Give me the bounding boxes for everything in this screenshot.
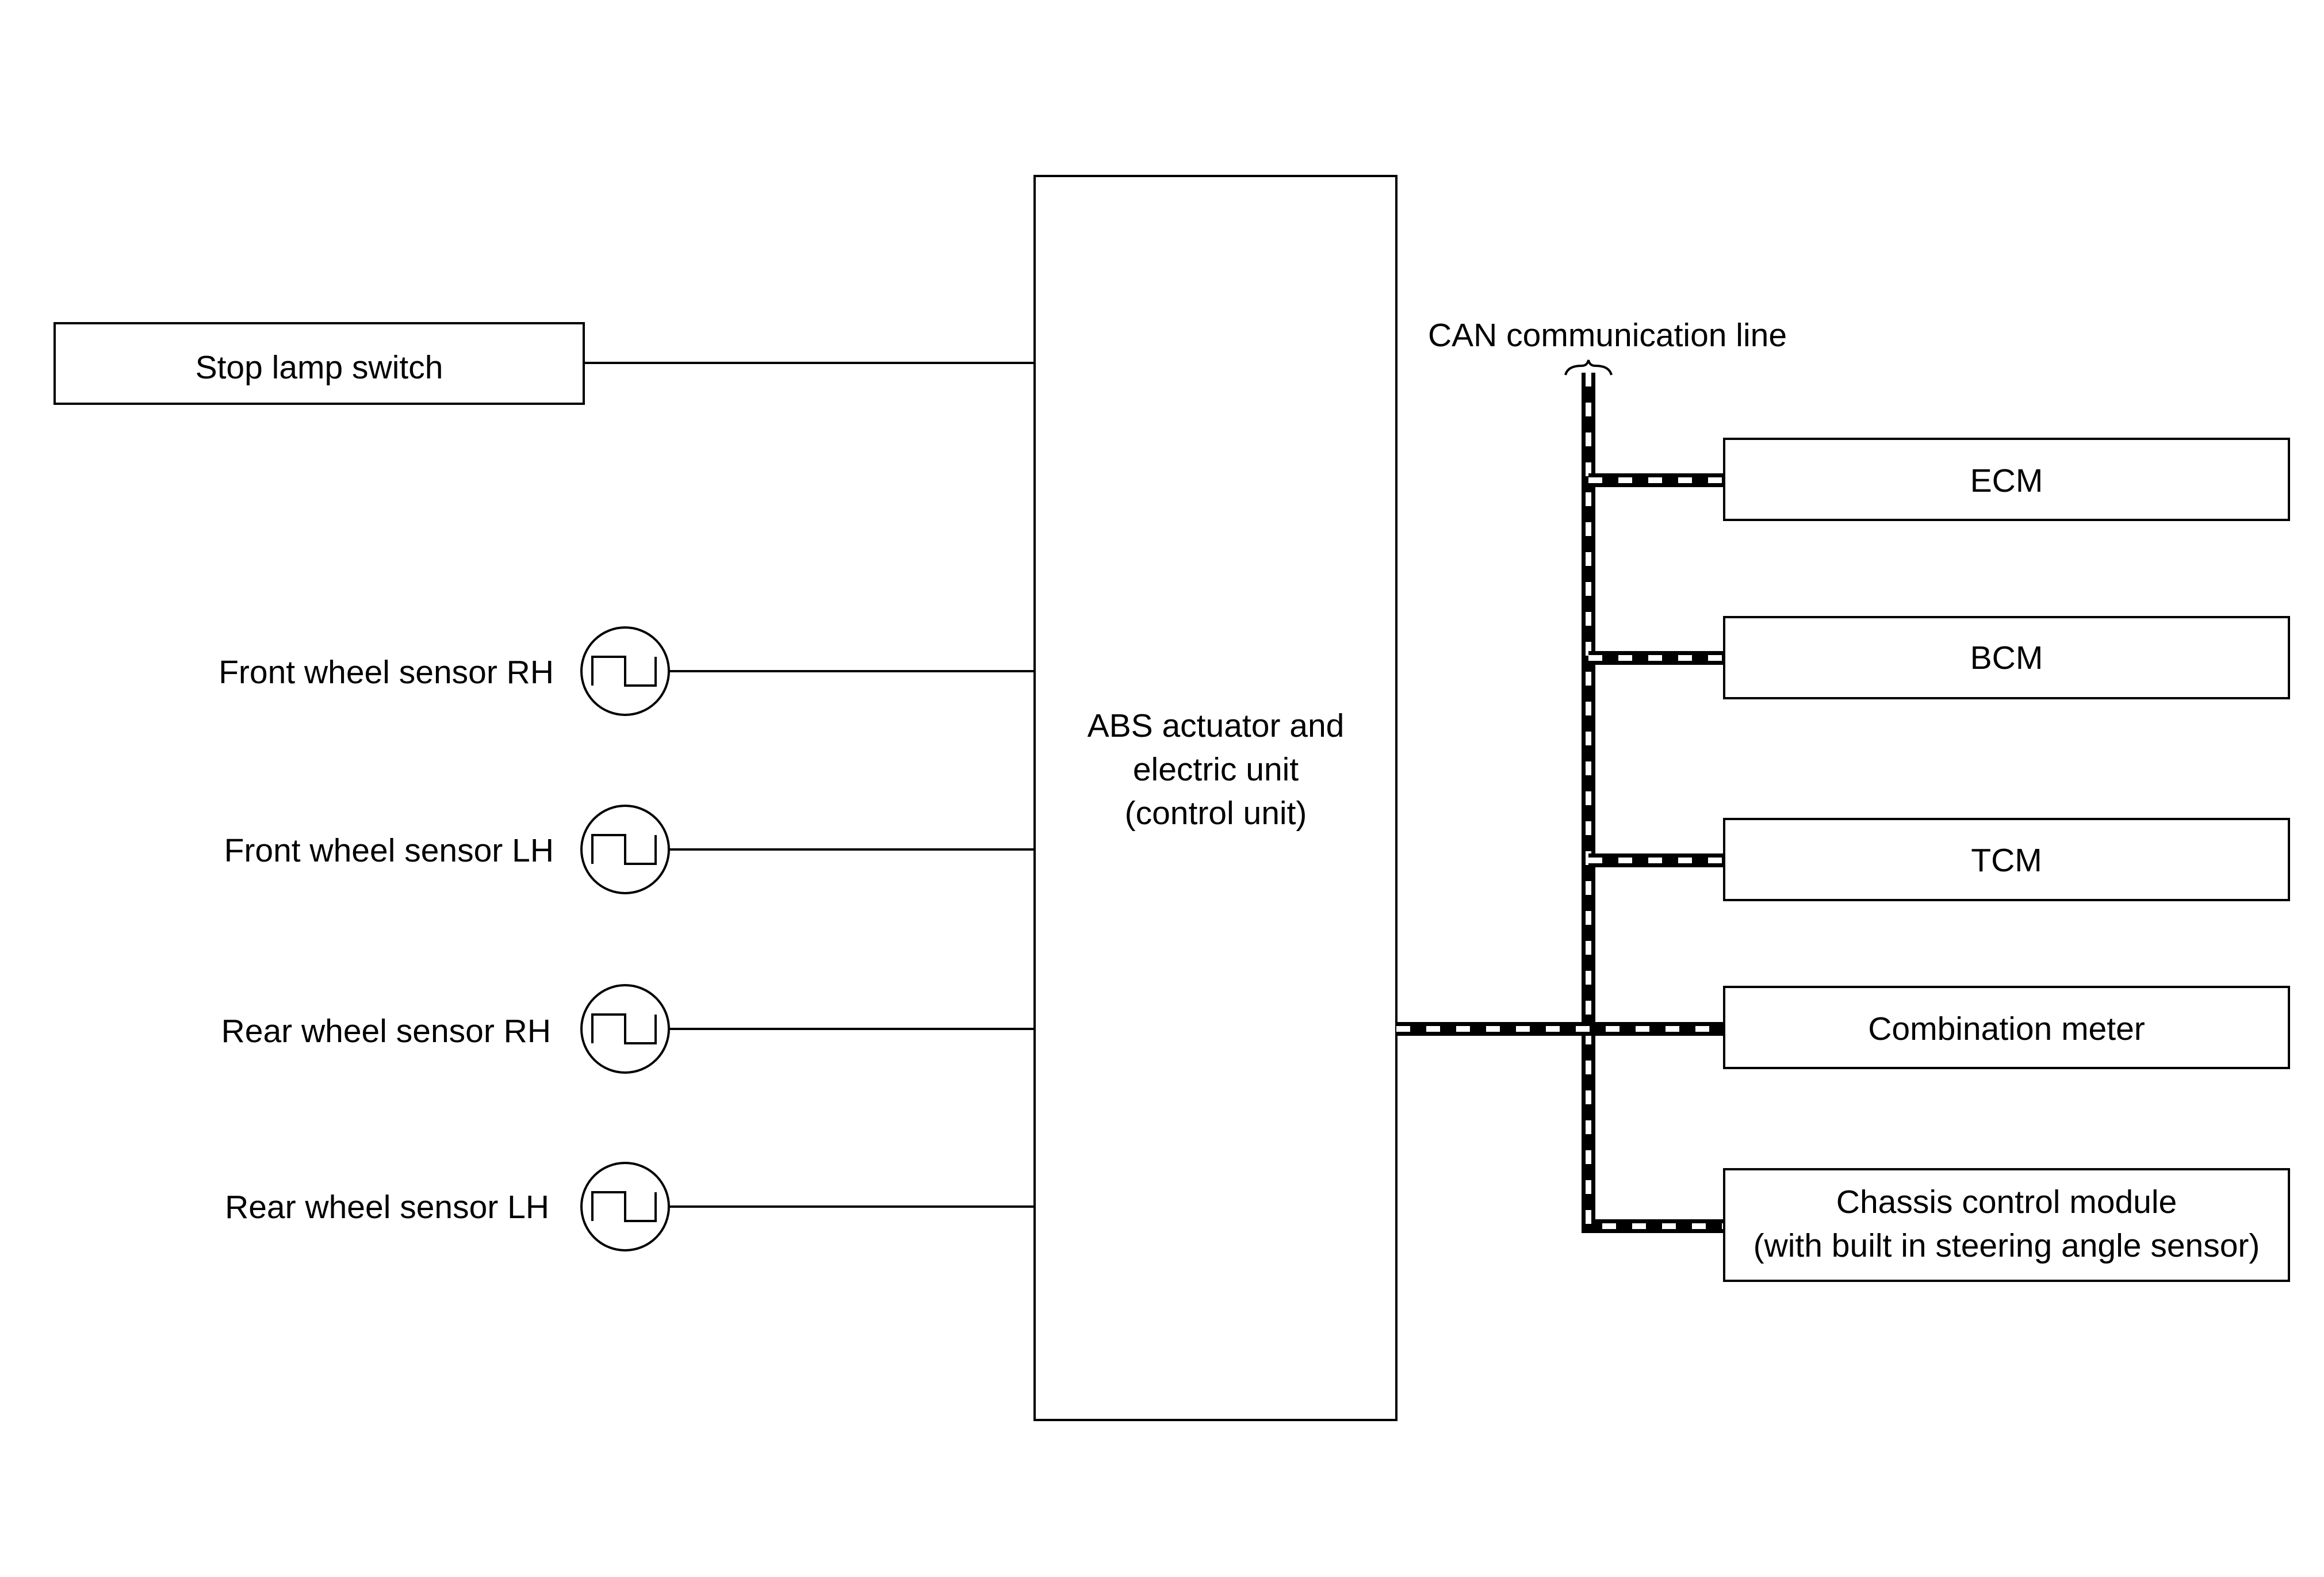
sensor-rear-rh: Rear wheel sensor RH — [221, 984, 1035, 1074]
sensor-front-rh: Front wheel sensor RH — [219, 626, 1035, 716]
module-chassis-control-label: Chassis control module — [1836, 1184, 2177, 1220]
sensor-front-rh-label: Front wheel sensor RH — [219, 654, 554, 691]
module-tcm-box — [1723, 818, 2290, 901]
stop-lamp-switch-box — [53, 322, 585, 405]
module-chassis-control-sublabel: (with built in steering angle sensor) — [1753, 1227, 2260, 1264]
module-tcm-label: TCM — [1971, 842, 2042, 879]
module-combination-meter: Combination meter — [1723, 986, 2290, 1069]
module-tcm: TCM — [1723, 818, 2290, 901]
abs-control-unit-label-line2: electric unit — [1133, 751, 1299, 788]
abs-control-unit-box — [1033, 175, 1398, 1421]
stop-lamp-switch-label: Stop lamp switch — [196, 349, 443, 386]
abs-control-unit: ABS actuator and electric unit (control … — [1033, 175, 1398, 1421]
sensor-rear-rh-label: Rear wheel sensor RH — [221, 1013, 551, 1050]
module-bcm-label: BCM — [1970, 640, 2043, 676]
can-line-label: CAN communication line — [1428, 317, 1787, 354]
sensor-front-lh-label: Front wheel sensor LH — [224, 832, 554, 869]
module-ecm: ECM — [1723, 438, 2290, 521]
module-chassis-control-box — [1723, 1168, 2290, 1282]
sensor-rear-lh: Rear wheel sensor LH — [225, 1162, 1035, 1251]
square-wave-pulse-icon — [580, 1162, 670, 1251]
brace-icon — [1564, 359, 1613, 376]
module-combination-meter-box — [1723, 986, 2290, 1069]
can-bus — [1396, 373, 1724, 1233]
stop-lamp-switch: Stop lamp switch — [53, 322, 1035, 405]
sensor-front-lh: Front wheel sensor LH — [224, 805, 1035, 894]
module-ecm-label: ECM — [1970, 462, 2043, 499]
square-wave-pulse-icon — [580, 984, 670, 1074]
module-bcm-box — [1723, 616, 2290, 699]
square-wave-pulse-icon — [580, 805, 670, 894]
module-combination-meter-label: Combination meter — [1868, 1010, 2145, 1047]
module-chassis-control: Chassis control module (with built in st… — [1723, 1168, 2290, 1282]
can-bus-trunk — [1582, 373, 1724, 1233]
square-wave-pulse-icon — [580, 626, 670, 716]
abs-control-unit-label-line3: (control unit) — [1125, 795, 1307, 832]
module-ecm-box — [1723, 438, 2290, 521]
sensor-rear-lh-label: Rear wheel sensor LH — [225, 1189, 549, 1226]
abs-control-unit-label-line1: ABS actuator and — [1088, 707, 1345, 744]
module-bcm: BCM — [1723, 616, 2290, 699]
